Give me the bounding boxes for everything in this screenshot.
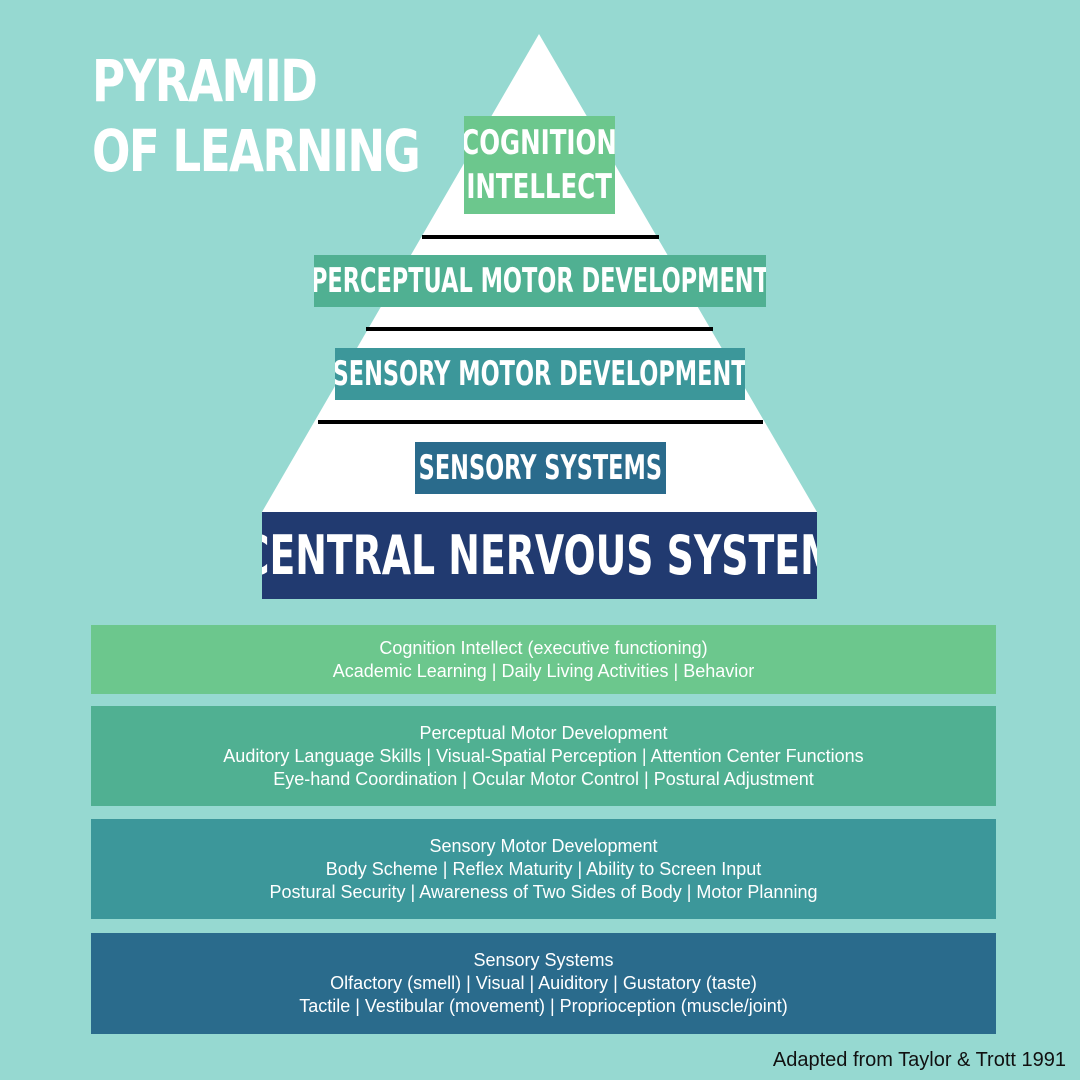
description-box-sensory-systems: Sensory Systems Olfactory (smell) | Visu…	[91, 933, 996, 1034]
box-line: Tactile | Vestibular (movement) | Propri…	[299, 996, 788, 1016]
pyramid-level-sensory-motor: SENSORY MOTOR DEVELOPMENT	[335, 348, 745, 400]
box-line: Eye-hand Coordination | Ocular Motor Con…	[273, 768, 814, 789]
pyramid-perceptual-motor-label: PERCEPTUAL MOTOR DEVELOPMENT	[314, 261, 766, 301]
description-box-cognition: Cognition Intellect (executive functioni…	[91, 625, 996, 694]
pyramid-cognition-line-2: INTELLECT	[466, 167, 613, 207]
pyramid-level-sensory-systems: SENSORY SYSTEMS	[415, 442, 666, 494]
pyramid-cns-label: CENTRAL NERVOUS SYSTEM	[262, 524, 817, 587]
pyramid-level-cognition: COGNITION INTELLECT	[464, 116, 615, 214]
pyramid-level-perceptual-motor: PERCEPTUAL MOTOR DEVELOPMENT	[314, 255, 766, 307]
pyramid-sensory-systems-label: SENSORY SYSTEMS	[418, 448, 663, 488]
pyramid-cognition-line-1: COGNITION	[464, 123, 615, 163]
box-heading: Perceptual Motor Development	[419, 722, 668, 743]
title-line-2: OF LEARNING	[92, 117, 421, 185]
description-box-sensory-motor: Sensory Motor Development Body Scheme | …	[91, 819, 996, 919]
box-line: Auditory Language Skills | Visual-Spatia…	[223, 745, 864, 766]
box-line: Postural Security | Awareness of Two Sid…	[269, 881, 818, 902]
box-heading: Cognition Intellect (executive functioni…	[379, 637, 708, 658]
title-line-1: PYRAMID	[92, 47, 318, 115]
box-line: Olfactory (smell) | Visual | Auiditory |…	[330, 973, 757, 993]
description-box-perceptual-motor: Perceptual Motor Development Auditory La…	[91, 706, 996, 806]
box-heading: Sensory Motor Development	[429, 835, 658, 856]
box-line: Academic Learning | Daily Living Activit…	[332, 660, 755, 681]
pyramid-sensory-motor-label: SENSORY MOTOR DEVELOPMENT	[335, 354, 745, 394]
source-credit: Adapted from Taylor & Trott 1991	[772, 1049, 1066, 1071]
page-title: PYRAMID OF LEARNING	[92, 46, 421, 186]
box-line: Body Scheme | Reflex Maturity | Ability …	[325, 858, 762, 879]
pyramid-level-cns: CENTRAL NERVOUS SYSTEM	[262, 512, 817, 599]
box-heading: Sensory Systems	[473, 950, 614, 970]
